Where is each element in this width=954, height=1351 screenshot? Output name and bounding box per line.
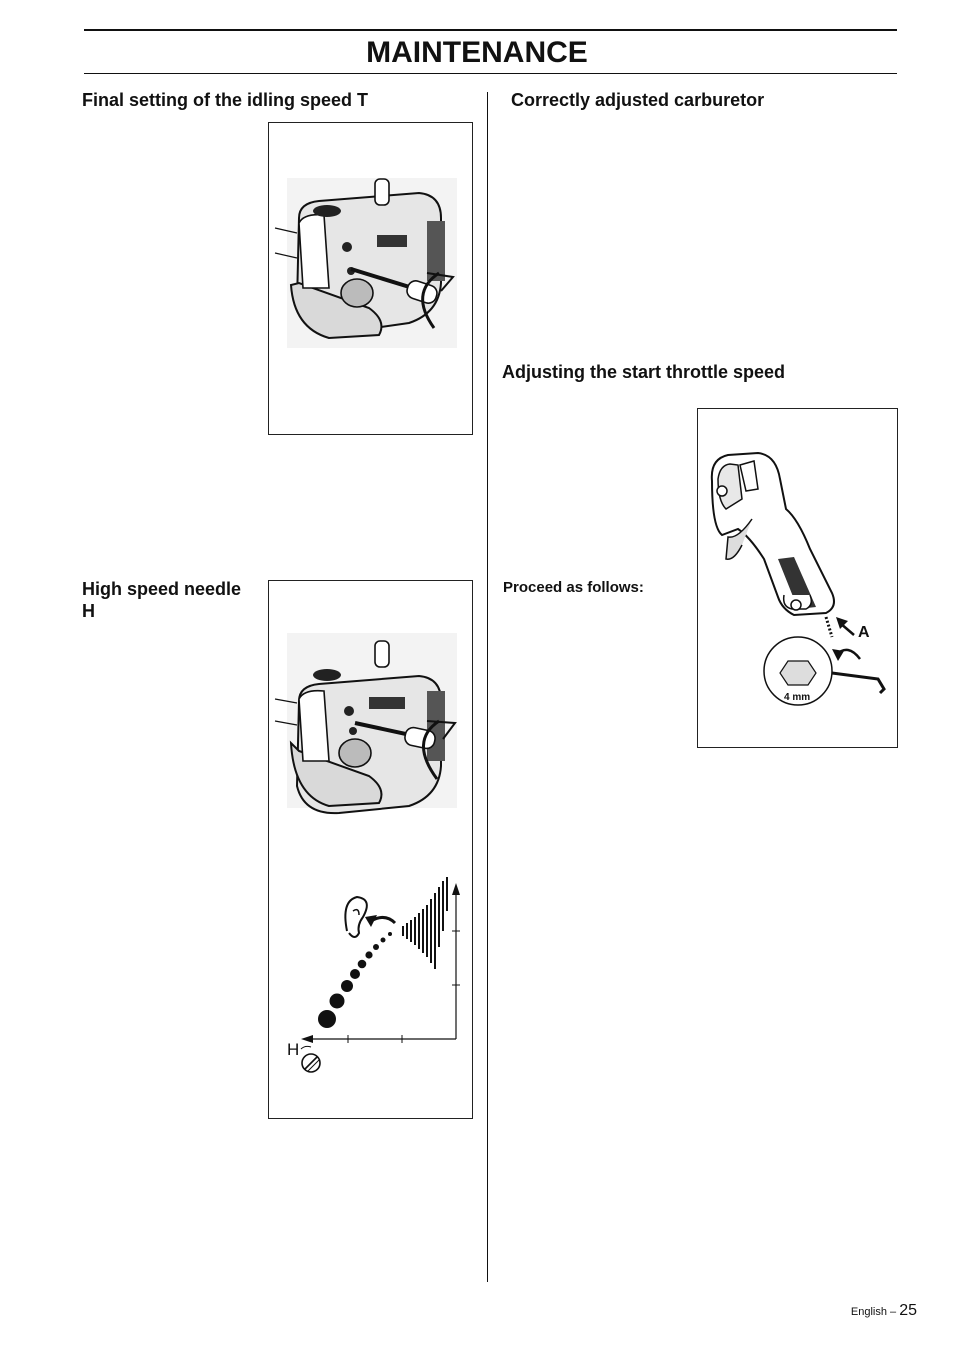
footer-language: English –: [850, 1306, 897, 1318]
engine-illustration-2: H: [274, 633, 460, 1073]
high-speed-needle-heading-line1: High speed needle: [82, 579, 242, 599]
idling-speed-heading: Final setting of the idling speed T: [82, 90, 369, 110]
header-bottom-rule: [84, 73, 897, 74]
correctly-adjusted-heading: Correctly adjusted carburetor: [511, 90, 765, 110]
column-divider: [487, 92, 488, 1282]
high-speed-needle-heading: High speed needle H: [82, 578, 241, 622]
engine-illustration-1: [274, 178, 457, 348]
header-top-rule: [84, 29, 897, 31]
proceed-text: Proceed as follows:: [503, 579, 644, 596]
idle-adjust-figure: [268, 122, 473, 435]
page-title: MAINTENANCE: [366, 36, 588, 69]
page-footer: English – 25: [851, 1302, 917, 1320]
handle-illustration: A 4 mm: [710, 451, 886, 706]
high-speed-figure: H: [268, 580, 473, 1119]
high-speed-needle-heading-line2: H: [82, 601, 95, 621]
throttle-handle-figure: A 4 mm: [697, 408, 898, 748]
size-label: 4 mm: [784, 692, 810, 703]
label-a: A: [858, 624, 870, 641]
start-throttle-heading: Adjusting the start throttle speed: [502, 362, 786, 382]
page-number: 25: [899, 1302, 917, 1319]
h-label: H: [287, 1040, 299, 1059]
